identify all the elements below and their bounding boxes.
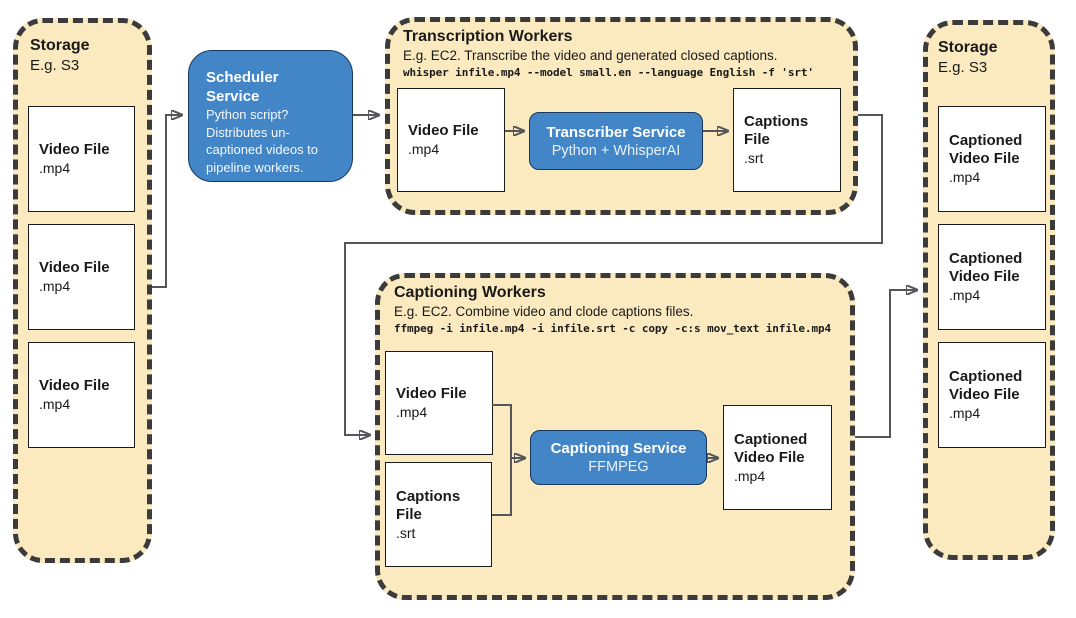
video-file-box-1: Video File .mp4 [28, 106, 135, 212]
captioning-output-video-box: Captioned Video File .mp4 [723, 405, 832, 510]
captioning-subtitle: E.g. EC2. Combine video and clode captio… [394, 304, 694, 319]
transcriber-service-box: Transcriber Service Python + WhisperAI [529, 112, 703, 170]
video-file-box-2: Video File .mp4 [28, 224, 135, 330]
transcription-title: Transcription Workers [403, 28, 573, 45]
captioning-service-box: Captioning Service FFMPEG [530, 430, 707, 485]
file-name: Video File [408, 122, 479, 139]
storage-right-title: Storage [938, 39, 998, 56]
storage-left-title: Storage [30, 37, 90, 54]
scheduler-service-box: Scheduler Service Python script? Distrib… [188, 50, 353, 182]
file-name: Captions File [396, 487, 461, 523]
transcription-header: Transcription Workers E.g. EC2. Transcri… [403, 27, 814, 81]
file-name: Captions File [744, 113, 809, 148]
captioning-command: ffmpeg -i infile.mp4 -i infile.srt -c co… [394, 322, 832, 335]
connector-storage-to-scheduler [152, 115, 181, 288]
captioned-video-file-box-3: Captioned Video File .mp4 [938, 342, 1046, 448]
file-name: Captioned Video File [949, 250, 1023, 285]
captioning-service-name: Captioning Service [550, 440, 687, 457]
transcription-input-video-box: Video File .mp4 [397, 88, 505, 192]
file-ext: .mp4 [39, 396, 71, 412]
storage-right-subtitle: E.g. S3 [938, 59, 988, 76]
video-file-box-3: Video File .mp4 [28, 342, 135, 448]
captioned-video-file-box-1: Captioned Video File .mp4 [938, 106, 1046, 212]
file-ext: .mp4 [408, 141, 440, 157]
storage-left-header: Storage E.g. S3 [30, 36, 90, 76]
file-ext: .mp4 [949, 405, 981, 421]
file-ext: .mp4 [396, 404, 428, 420]
file-name: Captioned Video File [734, 430, 808, 466]
file-ext: .mp4 [949, 169, 981, 185]
file-ext: .mp4 [39, 160, 71, 176]
captioning-title: Captioning Workers [394, 284, 546, 301]
transcriber-service-tech: Python + WhisperAI [551, 142, 681, 159]
file-name: Captioned Video File [949, 132, 1023, 167]
file-ext: .srt [396, 524, 416, 541]
transcription-output-captions-box: Captions File .srt [733, 88, 841, 192]
transcriber-service-name: Transcriber Service [546, 123, 686, 141]
captioning-input-video-box: Video File .mp4 [385, 351, 493, 455]
storage-left-subtitle: E.g. S3 [30, 57, 80, 74]
file-name: Video File [396, 385, 467, 402]
captioning-input-captions-box: Captions File .srt [385, 462, 492, 567]
file-ext: .mp4 [949, 287, 981, 303]
transcription-command: whisper infile.mp4 --model small.en --la… [403, 66, 814, 79]
connector-captioning-to-storage [855, 290, 916, 438]
file-ext: .mp4 [734, 467, 766, 484]
storage-right-header: Storage E.g. S3 [938, 38, 998, 78]
file-ext: .mp4 [39, 278, 71, 294]
file-name: Video File [39, 259, 110, 276]
scheduler-description: Python script? Distributes un- captioned… [206, 107, 319, 175]
file-ext: .srt [744, 150, 764, 166]
transcription-subtitle: E.g. EC2. Transcribe the video and gener… [403, 48, 778, 63]
captioned-video-file-box-2: Captioned Video File .mp4 [938, 224, 1046, 330]
file-name: Captioned Video File [949, 368, 1023, 403]
captioning-service-tech: FFMPEG [588, 459, 649, 475]
file-name: Video File [39, 377, 110, 394]
captioning-header: Captioning Workers E.g. EC2. Combine vid… [394, 283, 831, 337]
scheduler-title: Scheduler Service [206, 69, 279, 105]
file-name: Video File [39, 141, 110, 158]
